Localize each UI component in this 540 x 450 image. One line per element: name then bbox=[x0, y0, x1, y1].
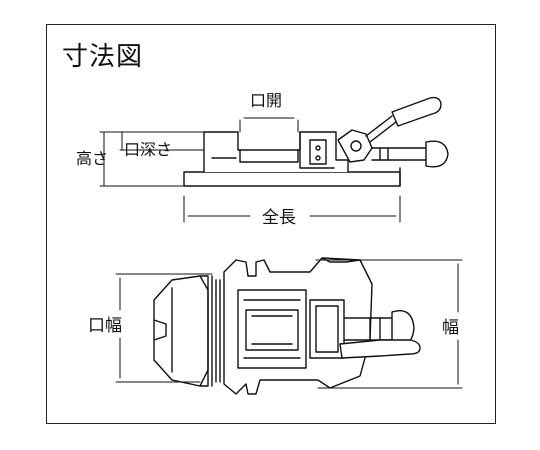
label-height: 高さ bbox=[76, 149, 108, 168]
label-jaw-opening: 口開 bbox=[250, 91, 282, 110]
top-dimensions bbox=[115, 259, 463, 389]
label-jaw-depth: 口深さ bbox=[124, 140, 172, 159]
side-dimensions bbox=[99, 117, 401, 223]
top-view bbox=[153, 257, 421, 395]
side-view bbox=[183, 96, 449, 187]
label-jaw-width: 口幅 bbox=[88, 316, 122, 336]
label-overall-length: 全長 bbox=[262, 208, 296, 228]
label-width: 幅 bbox=[442, 318, 459, 338]
diagram-title: 寸法図 bbox=[62, 42, 144, 72]
